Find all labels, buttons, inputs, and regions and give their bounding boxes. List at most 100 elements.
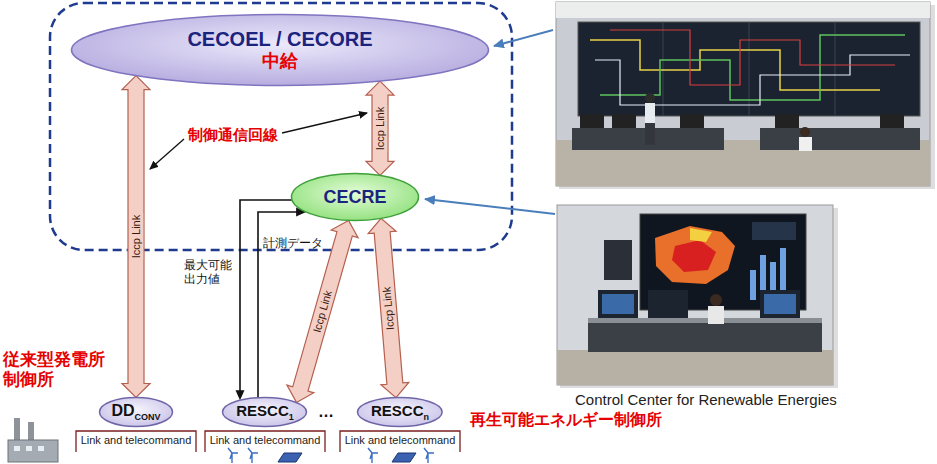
photo-control-room xyxy=(760,128,920,150)
text-row: RESCCn xyxy=(371,402,429,423)
photo-control-room xyxy=(595,55,910,105)
node-label: RESCC xyxy=(236,402,289,419)
photo-renewable-center xyxy=(764,294,796,314)
power-plant-icon xyxy=(14,446,20,451)
leader-line xyxy=(150,113,367,169)
text-row: CECRE xyxy=(323,187,386,208)
photo-control-room xyxy=(645,93,655,103)
renewable-control-ellipse: RESCC1 xyxy=(221,396,308,428)
solar-panel-icon xyxy=(392,453,416,462)
control-center-ellipse-shape xyxy=(70,13,490,87)
text-row: CECOEL / CECORE xyxy=(187,28,372,51)
pointer-arrow xyxy=(494,30,553,46)
photo-control-room xyxy=(600,35,905,100)
photo-renewable-center xyxy=(708,306,724,324)
renewable-center-ellipse: CECRE xyxy=(290,172,420,222)
photo-control-room xyxy=(645,123,655,145)
text-row: DDCONV xyxy=(111,402,160,423)
edge-label: 最大可能出力値 xyxy=(184,258,232,287)
node-body: DDCONV xyxy=(98,396,174,428)
control-center-ellipse-outline xyxy=(72,15,489,86)
node-text-block: RESCCn xyxy=(371,402,429,423)
photo-control-room xyxy=(680,114,704,128)
subscript-text: CONV xyxy=(135,412,161,422)
photo-renewable-center xyxy=(672,240,716,272)
node-label: CECOEL / CECORE xyxy=(187,28,372,50)
photo-renewable-center xyxy=(648,290,688,318)
photo-control-room xyxy=(612,114,636,128)
dispatch-region xyxy=(50,3,512,250)
photo-caption: Control Center for Renewable Energies xyxy=(575,391,837,409)
node-heading: 従来型発電所 制御所 xyxy=(3,350,110,391)
photo-renewable-center xyxy=(588,322,822,352)
text-row: RESCC1 xyxy=(236,402,294,423)
node-label: RESCC xyxy=(371,402,424,419)
node-body: RESCCn xyxy=(356,396,444,428)
subscript-text: 1 xyxy=(289,412,294,422)
renewable-control-ellipse-outline xyxy=(223,398,307,427)
link-bracket xyxy=(76,431,460,452)
node-body: CECOEL / CECORE中給 xyxy=(70,13,490,87)
link-label: Link and telecommand xyxy=(341,434,459,447)
photo-renewable-center xyxy=(598,290,638,318)
photo-renewable-center xyxy=(752,222,796,240)
arrowhead xyxy=(236,390,245,400)
edge-label: Iccp Link xyxy=(374,105,387,152)
photo-control-room xyxy=(556,2,935,189)
node-body: RESCC1 xyxy=(221,396,308,428)
node-text-block: CECOEL / CECORE中給 xyxy=(187,28,372,72)
node-label: DD xyxy=(111,402,134,419)
photo-control-room xyxy=(645,103,655,123)
power-plant-icon xyxy=(28,422,34,442)
photo-control-room xyxy=(749,22,750,116)
photo-control-room xyxy=(580,114,604,128)
photo-renewable-center xyxy=(557,350,833,385)
photo-control-room xyxy=(835,22,836,116)
photo-renewable-center xyxy=(557,205,833,385)
link-arrow xyxy=(122,76,150,398)
node-label: 中給 xyxy=(262,51,298,71)
photo-control-room xyxy=(556,2,930,18)
photo-renewable-center xyxy=(750,270,756,300)
photo-renewable-center xyxy=(655,226,735,284)
leader-line xyxy=(282,113,367,133)
group-heading: 再生可能エネルギー制御所 xyxy=(470,410,662,429)
photo-renewable-center xyxy=(588,318,822,323)
photo-control-room xyxy=(799,137,812,151)
edge-label: Iccp Link xyxy=(130,213,143,260)
link-label: Link and telecommand xyxy=(206,434,324,447)
power-plant-icon xyxy=(14,418,20,442)
photo-renewable-center xyxy=(557,205,838,388)
photo-control-room xyxy=(775,114,799,128)
signal-arrow xyxy=(236,200,293,400)
solar-panel-icon xyxy=(278,453,416,462)
link-arrow-body xyxy=(368,218,409,397)
wind-turbine-icon xyxy=(248,448,258,463)
photo-control-room xyxy=(578,22,920,116)
photo-renewable-center xyxy=(710,294,722,306)
subscript-text: n xyxy=(423,412,429,422)
solar-panel-icon xyxy=(278,453,302,462)
photo-renewable-center xyxy=(690,228,712,242)
pointer-arrow xyxy=(425,199,555,214)
photo-control-room xyxy=(880,114,904,128)
power-plant-icon xyxy=(38,446,44,451)
signal-line xyxy=(240,200,292,393)
link-bracket xyxy=(205,431,325,452)
renewable-control-ellipse-outline xyxy=(358,398,443,427)
wind-turbine-icon xyxy=(228,448,434,463)
node-text-block: DDCONV xyxy=(111,402,160,423)
photo-control-room xyxy=(556,2,930,186)
text-row: 中給 xyxy=(262,51,298,72)
power-plant-icon xyxy=(8,418,58,462)
link-arrow-body xyxy=(122,76,150,398)
renewable-control-ellipse: RESCCn xyxy=(356,396,444,428)
wind-turbine-icon xyxy=(424,448,434,463)
conventional-control-ellipse: DDCONV従来型発電所 制御所 xyxy=(98,396,174,428)
photo-control-room xyxy=(663,22,664,116)
node-body: CECRE xyxy=(290,172,420,222)
node-label: CECRE xyxy=(323,187,386,207)
link-caption: 制御通信回線 xyxy=(188,126,278,144)
photo-renewable-center xyxy=(604,240,632,280)
